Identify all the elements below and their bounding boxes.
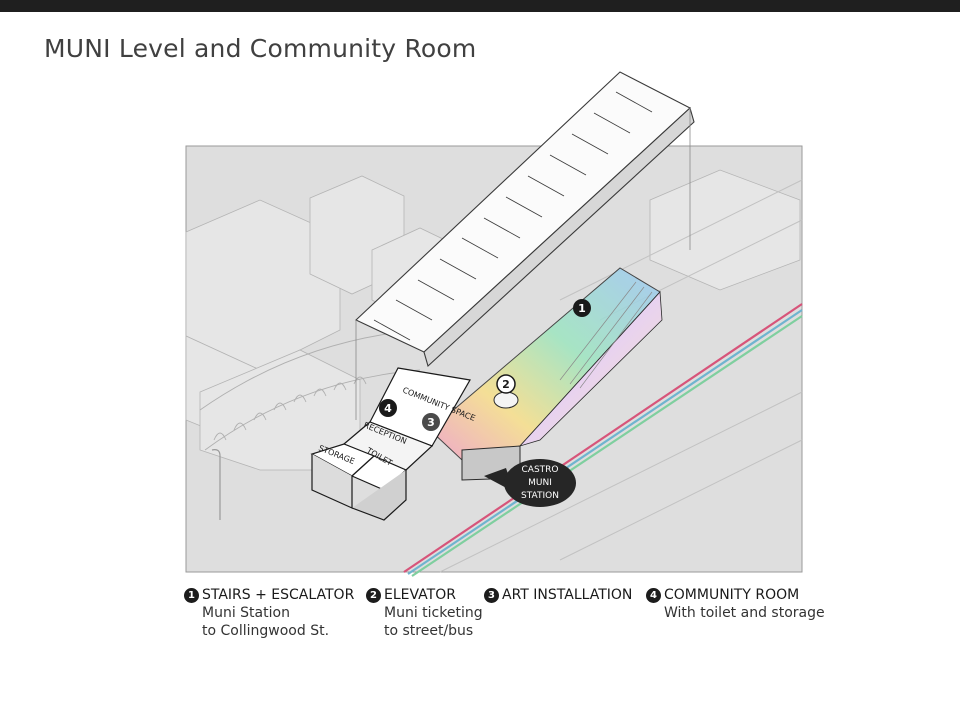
roof-slats (373, 91, 653, 341)
legend-desc-1a: Muni Station (202, 605, 290, 621)
art-corridor (429, 267, 663, 481)
legend-desc-1b: to Collingwood St. (202, 623, 330, 639)
legend-desc-2b: to street/bus (384, 623, 474, 639)
legend-heading-3: ART INSTALLATION (502, 587, 633, 603)
page-title: MUNI Level and Community Room (44, 34, 477, 63)
marker-4: 4 (379, 399, 397, 417)
elevator-shaft (493, 391, 519, 409)
station-label-line-3: STATION (521, 491, 559, 501)
legend-heading-1: STAIRS + ESCALATOR (202, 587, 355, 603)
station-label-line-2: MUNI (528, 478, 552, 488)
marker-3: 3 (422, 413, 440, 431)
lamp-post (211, 449, 221, 520)
legend-heading-2: ELEVATOR (384, 587, 456, 603)
legend-number-4: 4 (646, 587, 661, 603)
rail-track (403, 303, 803, 577)
arcade-arches (213, 376, 367, 441)
community-room-plan (310, 367, 471, 521)
legend-desc-2a: Muni ticketing (384, 605, 483, 621)
legend-number-1: 1 (184, 587, 199, 603)
legend-number-2: 2 (366, 587, 381, 603)
roof-structure (355, 71, 695, 420)
castro-muni-station-marker: CASTRO MUNI STATION (484, 459, 576, 507)
station-label-line-1: CASTRO (522, 465, 559, 475)
marker-2-label: 2 (502, 378, 510, 391)
legend-desc-4a: With toilet and storage (664, 605, 825, 621)
top-bar (0, 0, 960, 12)
marker-1: 1 (573, 299, 591, 317)
marker-1-label: 1 (578, 302, 586, 315)
road-lines (439, 179, 803, 573)
escalator-lines (559, 281, 653, 389)
legend-number-3: 3 (484, 587, 499, 603)
legend-heading-4: COMMUNITY ROOM (664, 587, 800, 603)
marker-2: 2 (496, 374, 516, 394)
marker-4-label: 4 (384, 402, 392, 415)
marker-3-label: 3 (427, 416, 435, 429)
